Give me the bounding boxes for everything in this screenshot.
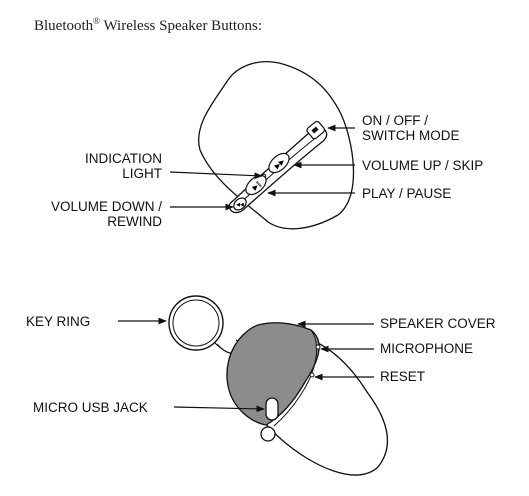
micro-usb-label: MICRO USB JACK	[33, 400, 148, 415]
play-pause-button[interactable]: ▶‖	[242, 172, 269, 198]
microphone-hole	[315, 344, 321, 350]
indication-label-line1: INDICATION	[85, 151, 162, 166]
volume-up-skip-button[interactable]: ▶▶	[265, 150, 292, 176]
speaker-side-view	[168, 295, 388, 476]
diagram-heading: Bluetooth® Wireless Speaker Buttons:	[34, 16, 262, 35]
reset-label: RESET	[380, 369, 425, 384]
key-ring-label: KEY RING	[26, 314, 90, 329]
micro-usb-jack[interactable]	[265, 397, 279, 421]
play-pause-label: PLAY / PAUSE	[362, 186, 451, 201]
rewind-icon: ◀◀	[236, 202, 244, 208]
volume-up-label: VOLUME UP / SKIP	[362, 158, 483, 173]
strap-knob	[260, 426, 276, 442]
on-off-button[interactable]	[306, 120, 326, 140]
heading-suffix: Wireless Speaker Buttons:	[100, 18, 263, 34]
on-off-label-line2: SWITCH MODE	[362, 128, 460, 143]
play-pause-icon: ▶‖	[251, 180, 263, 192]
cover-rim	[273, 329, 318, 427]
speaker-top-view: ▶▶ ▶‖ ◀◀	[198, 61, 355, 230]
volume-down-rewind-button[interactable]: ◀◀	[231, 196, 248, 213]
speaker-cover-label: SPEAKER COVER	[380, 316, 496, 331]
reset-hole[interactable]	[309, 372, 315, 378]
on-off-label-line1: ON / OFF /	[362, 113, 428, 128]
microphone-label: MICROPHONE	[380, 341, 473, 356]
indication-label-line2: LIGHT	[122, 166, 162, 181]
volume-down-label-line1: VOLUME DOWN /	[51, 199, 162, 214]
registered-mark: ®	[93, 16, 101, 26]
indication-leader	[169, 171, 263, 180]
key-ring	[168, 295, 224, 351]
key-ring-inner	[172, 299, 220, 347]
heading-prefix: Bluetooth	[34, 18, 94, 34]
speaker-body-top	[198, 61, 355, 230]
micro-usb-leader	[173, 405, 265, 413]
volume-down-label-line2: REWIND	[107, 214, 162, 229]
